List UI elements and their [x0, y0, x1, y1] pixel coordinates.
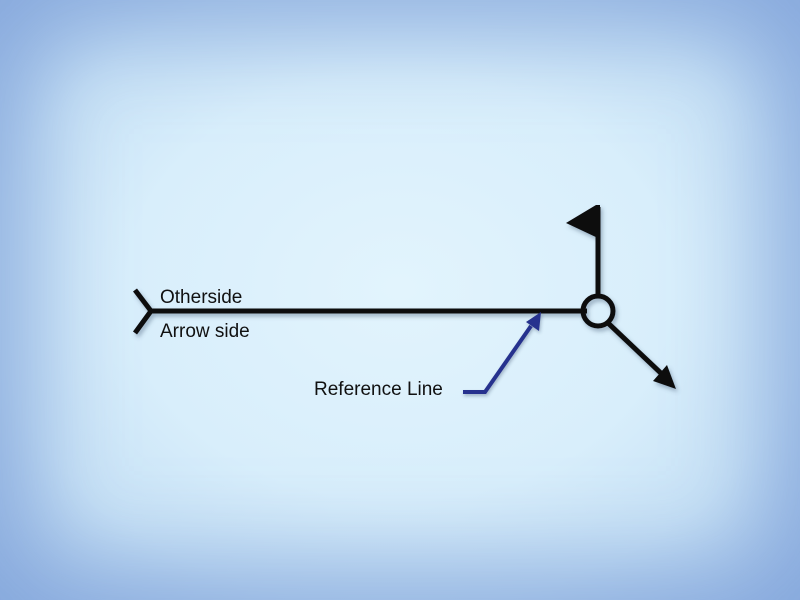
reference-line-label: Reference Line	[314, 379, 443, 400]
arrow-side-label: Arrow side	[160, 321, 250, 342]
weld-symbol	[132, 205, 676, 389]
other-side-label: Otherside	[160, 287, 242, 308]
field-weld-flag-icon	[566, 205, 600, 239]
pointer-line	[463, 324, 533, 394]
tail-symbol	[132, 288, 155, 335]
weld-all-around-circle	[580, 293, 616, 329]
arrow-leader-line	[606, 321, 667, 379]
arrowhead-icon	[653, 365, 676, 389]
reference-line-pointer	[463, 312, 541, 394]
pointer-arrowhead-icon	[526, 312, 541, 331]
